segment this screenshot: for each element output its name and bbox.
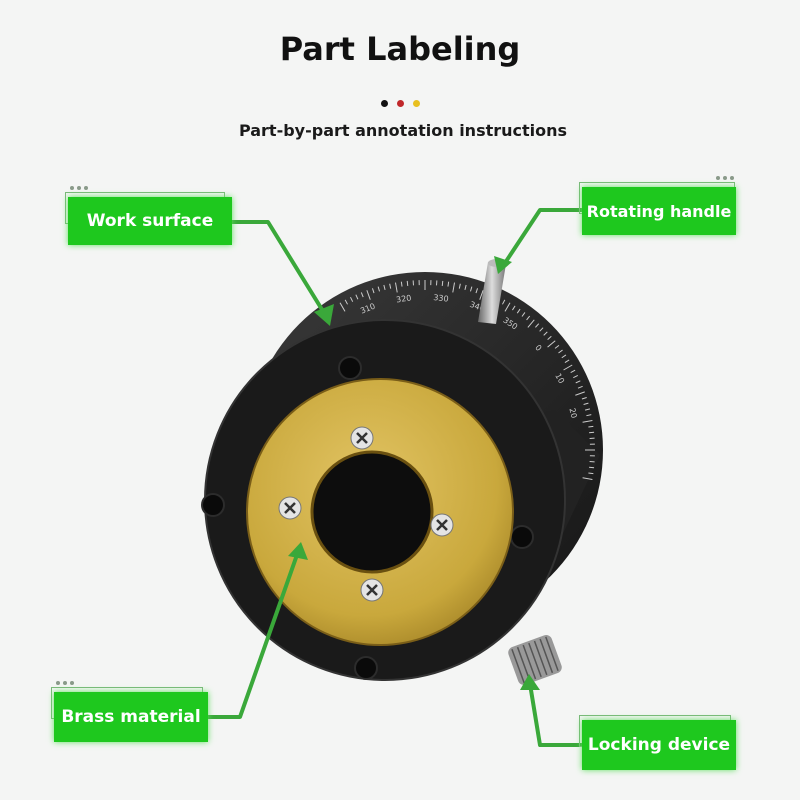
scale-label: 10 — [553, 372, 566, 385]
screw-cross-icon — [356, 432, 368, 444]
scale-tick — [554, 344, 560, 349]
scale-tick — [355, 294, 359, 300]
scale-tick — [586, 414, 592, 417]
scale-tick — [502, 299, 506, 305]
label-rotating-handle: Rotating handle — [579, 176, 736, 235]
scale-tick — [383, 284, 386, 291]
scale-label: 0 — [533, 343, 543, 353]
center-aperture — [310, 450, 434, 574]
scale-tick — [575, 391, 585, 396]
label-locking-device: Locking device — [579, 715, 736, 770]
dot-yellow — [413, 100, 420, 107]
scale-tick — [441, 280, 444, 286]
scale-tick — [377, 286, 381, 292]
screw-cross-icon — [284, 502, 296, 514]
scale-tick — [547, 340, 556, 348]
scale-tick — [447, 281, 450, 287]
page-subtitle: Part-by-part annotation instructions — [238, 121, 568, 140]
scale-tick — [406, 280, 409, 286]
scale-tick — [469, 286, 473, 292]
scale-tick — [588, 425, 594, 428]
scale-tick — [575, 380, 581, 384]
scale-tick — [577, 385, 583, 389]
scale-tick — [371, 288, 375, 294]
scale-tick — [535, 323, 540, 328]
label-work-surface: Work surface — [65, 186, 232, 245]
scale-tick — [475, 288, 479, 294]
scale-tick — [581, 396, 587, 400]
scale-tick — [563, 364, 573, 371]
dot-black — [381, 100, 388, 107]
scale-tick — [512, 305, 516, 311]
label-brass-material: Brass material — [51, 681, 208, 742]
scale-tick — [558, 349, 563, 354]
leader-rotating-handle — [501, 208, 582, 268]
scale-tick — [360, 292, 364, 298]
scale-tick — [543, 331, 548, 336]
scale-tick — [479, 290, 484, 300]
scale-tick — [570, 369, 576, 373]
scale-tick — [582, 419, 593, 423]
screw-cross-icon — [436, 519, 448, 531]
scale-tick — [539, 327, 544, 332]
decorative-dots — [381, 100, 420, 107]
arrow-icon — [288, 542, 308, 560]
arrow-icon — [494, 256, 512, 274]
scale-tick — [452, 282, 456, 293]
arrow-icon — [520, 674, 540, 690]
scale-tick — [464, 284, 467, 291]
locking-device-knob — [508, 635, 562, 685]
arrow-icon — [314, 304, 334, 326]
scale-tick — [400, 281, 403, 287]
scale-tick — [573, 375, 579, 379]
scale-tick — [584, 408, 591, 411]
leader-locking-device — [528, 683, 582, 747]
scale-tick — [526, 315, 531, 321]
dot-red — [397, 100, 404, 107]
leader-arrowheads — [288, 256, 540, 690]
scale-tick — [339, 302, 346, 312]
page-title: Part Labeling — [279, 30, 521, 68]
scale-tick — [389, 283, 392, 289]
scale-tick — [394, 282, 398, 293]
scale-tick — [458, 283, 461, 289]
scale-label: 330 — [433, 293, 449, 304]
scale-tick — [350, 296, 354, 302]
screws — [278, 426, 454, 602]
scale-tick — [504, 302, 511, 312]
scale-tick — [527, 319, 535, 328]
scale-tick — [516, 308, 521, 314]
scale-tick — [583, 402, 589, 406]
mounting-holes — [201, 356, 534, 680]
scale-tick — [547, 335, 552, 340]
scale-label: 320 — [396, 293, 412, 304]
leader-brass-material — [208, 551, 300, 719]
scale-label: 20 — [567, 407, 578, 419]
scale-tick — [344, 299, 348, 305]
screw-cross-icon — [366, 584, 378, 596]
leader-lines — [208, 208, 582, 747]
scale-tick — [564, 359, 570, 363]
scale-tick — [582, 477, 593, 481]
scale-tick — [589, 466, 595, 469]
scale-tick — [521, 312, 526, 317]
scale-tick — [561, 354, 567, 359]
scale-tick — [366, 290, 371, 300]
scale-tick — [588, 472, 594, 475]
leader-work-surface — [232, 220, 328, 318]
scale-tick — [589, 431, 595, 434]
